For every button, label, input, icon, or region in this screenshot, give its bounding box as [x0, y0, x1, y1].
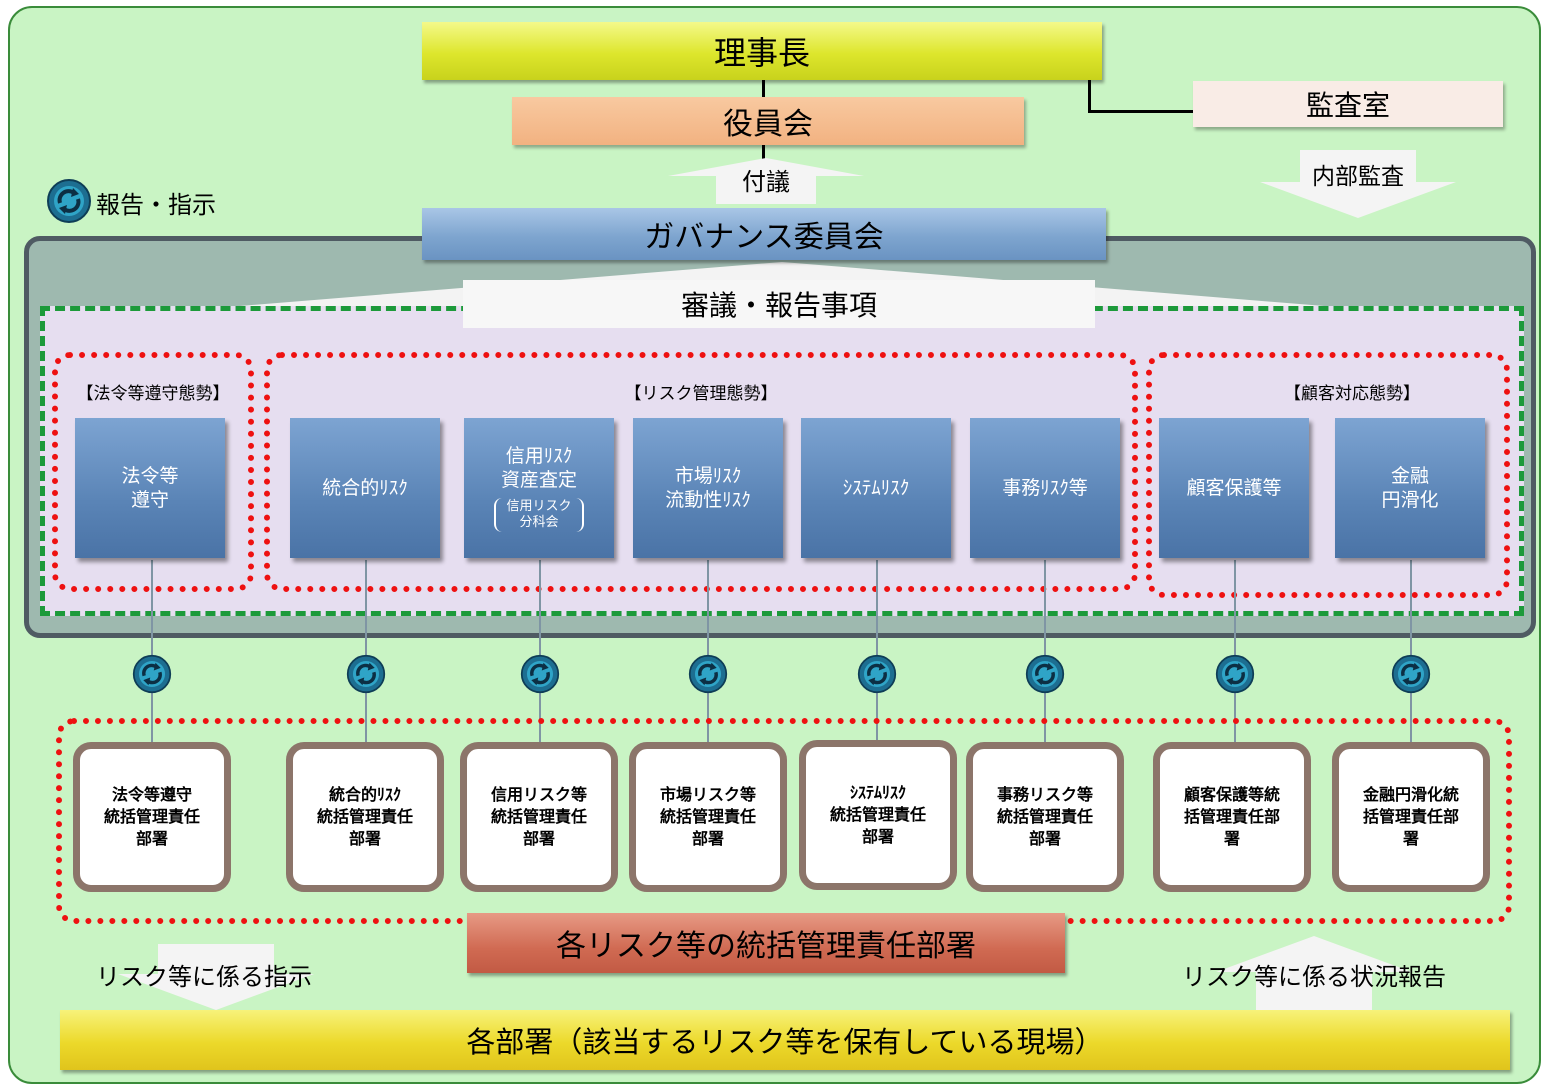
committee-operational-risk: 事務ﾘｽｸ等: [970, 418, 1120, 558]
connector-line: [1234, 560, 1236, 746]
connector-line: [1410, 560, 1412, 746]
report-instruction-icon: [1215, 654, 1255, 694]
committee-smooth-finance: 金融円滑化: [1335, 418, 1485, 558]
risk-group: [264, 352, 1138, 592]
committee-credit-risk: 信用ﾘｽｸ資産査定 信用リスク分科会: [464, 418, 614, 558]
responsible-departments-bar: 各リスク等の統括管理責任部署: [467, 913, 1065, 973]
status-report-arrow: [1216, 936, 1412, 1010]
dept-market-risk: 市場リスク等統括管理責任部署: [629, 742, 787, 892]
committee-compliance: 法令等遵守: [75, 418, 225, 558]
report-instruction-icon: [346, 654, 386, 694]
status-report-label: リスク等に係る状況報告: [1182, 963, 1446, 991]
submission-arrow: [668, 158, 864, 204]
report-instruction-icon: [1391, 654, 1431, 694]
board-bar: 役員会: [512, 97, 1024, 145]
instruction-label: リスク等に係る指示: [96, 963, 312, 991]
dept-smooth-finance: 金融円滑化統括管理責任部署: [1332, 742, 1490, 892]
dept-system-risk: ｼｽﾃﾑﾘｽｸ統括管理責任部署: [799, 740, 957, 890]
instruction-arrow: [118, 944, 314, 1010]
connector-line: [876, 560, 878, 746]
connector-line: [151, 560, 153, 746]
report-instruction-icon: [857, 654, 897, 694]
credit-risk-subcommittee: 信用リスク分科会: [494, 498, 584, 532]
committee-integrated-risk: 統合的ﾘｽｸ: [290, 418, 440, 558]
report-instruction-icon: [688, 654, 728, 694]
connector-line: [365, 560, 367, 746]
audit-office-bar: 監査室: [1193, 81, 1503, 127]
customer-group-title: 【顧客対応態勢】: [1284, 384, 1420, 404]
field-departments-bar: 各部署（該当するリスク等を保有している現場）: [60, 1010, 1510, 1070]
committee-customer-protection: 顧客保護等: [1159, 418, 1309, 558]
internal-audit-arrow: [1260, 150, 1456, 218]
report-instruction-icon: [47, 179, 91, 223]
connector-line: [539, 560, 541, 746]
legend-label: 報告・指示: [96, 191, 216, 219]
dept-integrated-risk: 統合的ﾘｽｸ統括管理責任部署: [286, 742, 444, 892]
risk-group-title: 【リスク管理態勢】: [624, 384, 778, 404]
submission-label: 付議: [742, 168, 790, 196]
connector-chair-board: [762, 80, 765, 98]
connector-line: [707, 560, 709, 746]
compliance-group-title: 【法令等遵守態勢】: [76, 384, 230, 404]
internal-audit-label: 内部監査: [1312, 164, 1404, 190]
customer-group: [1146, 352, 1510, 598]
connector-chair-audit-v: [1088, 80, 1091, 113]
committee-system-risk: ｼｽﾃﾑﾘｽｸ: [801, 418, 951, 558]
report-instruction-icon: [132, 654, 172, 694]
report-instruction-icon: [1025, 654, 1065, 694]
connector-line: [1044, 560, 1046, 746]
chairman-bar: 理事長: [422, 22, 1102, 80]
governance-committee-bar: ガバナンス委員会: [422, 208, 1106, 260]
connector-board-submission: [762, 145, 765, 159]
compliance-group: [52, 352, 254, 592]
deliberation-label: 審議・報告事項: [463, 280, 1095, 328]
dept-credit-risk: 信用リスク等統括管理責任部署: [460, 742, 618, 892]
committee-market-risk: 市場ﾘｽｸ流動性ﾘｽｸ: [633, 418, 783, 558]
connector-chair-audit-h: [1088, 110, 1194, 113]
dept-operational-risk: 事務リスク等統括管理責任部署: [966, 742, 1124, 892]
report-instruction-icon: [520, 654, 560, 694]
dept-compliance: 法令等遵守統括管理責任部署: [73, 742, 231, 892]
dept-customer-protection: 顧客保護等統括管理責任部署: [1153, 742, 1311, 892]
